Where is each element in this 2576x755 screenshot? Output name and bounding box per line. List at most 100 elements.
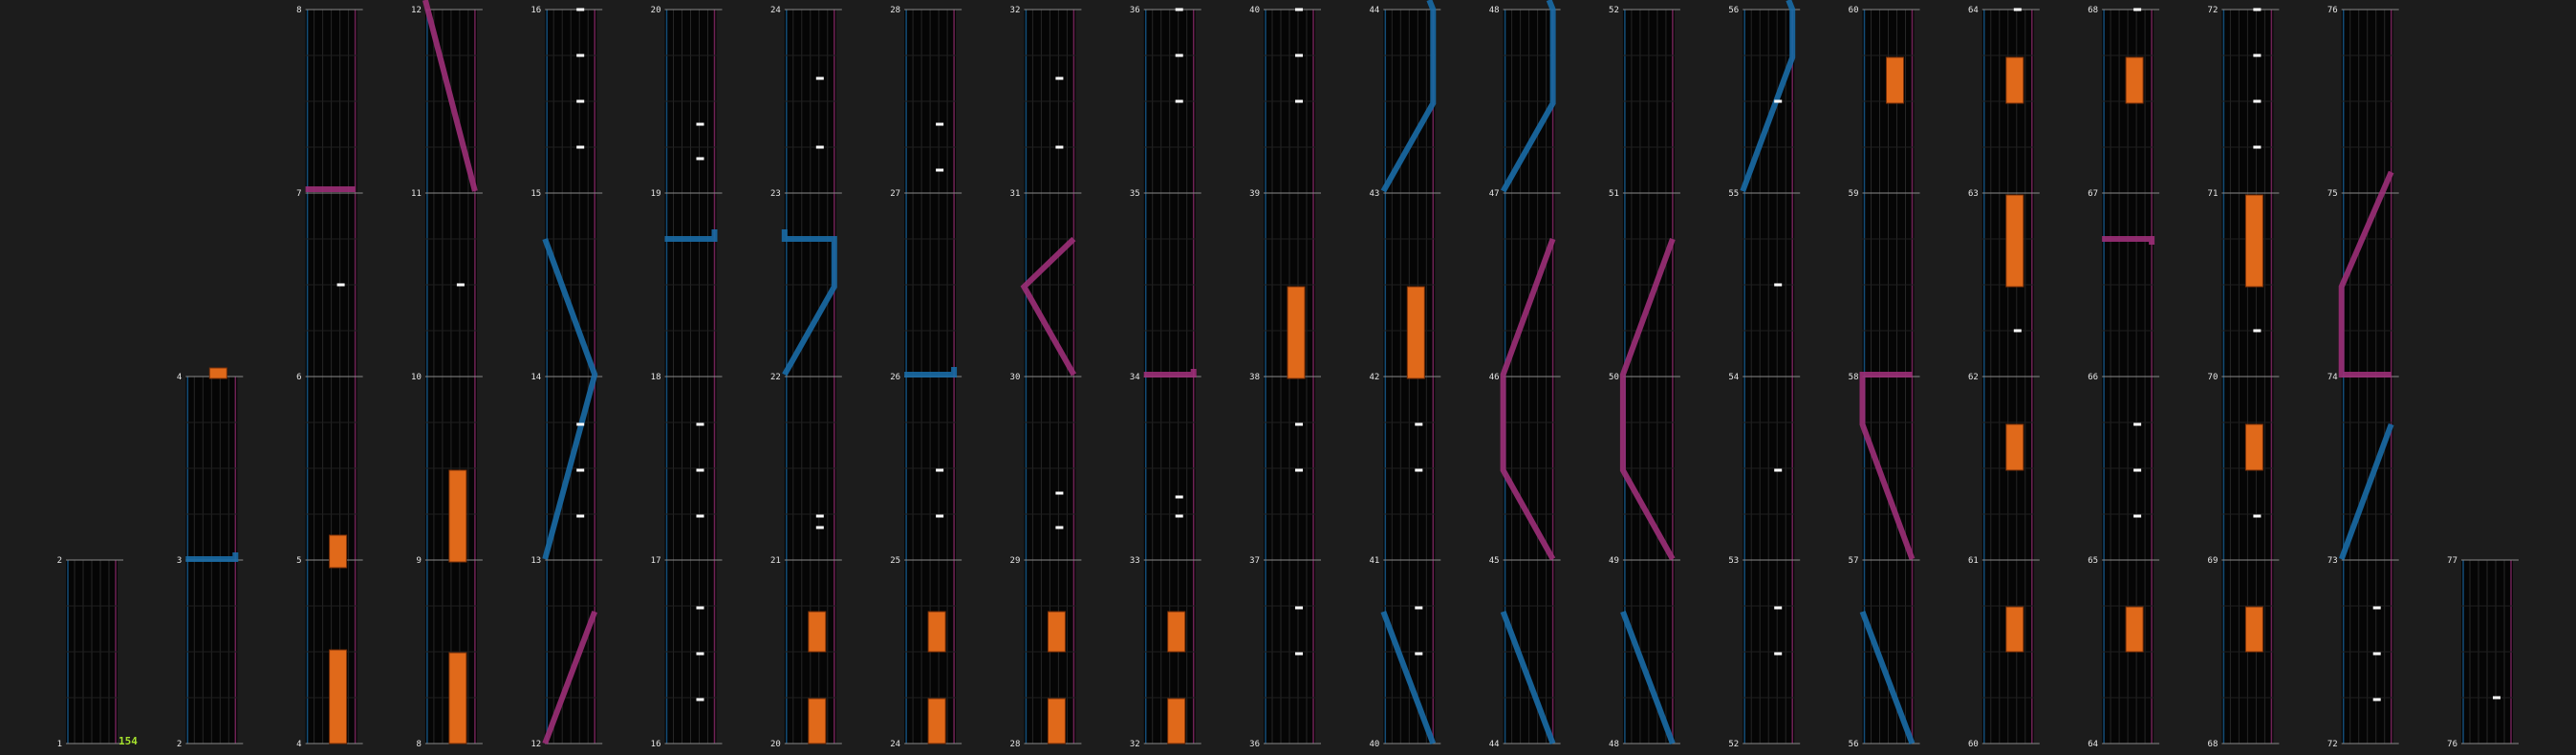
tap-note [576, 8, 585, 11]
beat-number: 3 [177, 556, 182, 566]
beat-number: 46 [1489, 373, 1500, 382]
beat-number: 16 [530, 6, 541, 15]
beat-number: 4 [296, 740, 301, 749]
tap-note [696, 606, 704, 610]
beat-number: 72 [2327, 740, 2338, 749]
tap-note [936, 514, 944, 518]
beat-number: 22 [770, 373, 781, 382]
beat-number: 74 [2327, 373, 2338, 382]
beat-number: 12 [530, 740, 541, 749]
beat-number: 60 [1849, 6, 1859, 15]
beat-number: 5 [296, 556, 301, 566]
tap-note [1055, 145, 1064, 149]
hold-note [2005, 194, 2024, 288]
tap-note [2013, 329, 2022, 333]
tap-note [2253, 514, 2262, 518]
hold-note [2244, 606, 2263, 653]
tap-note [1295, 8, 1303, 11]
beat-number: 25 [890, 556, 900, 566]
tap-note [1055, 526, 1064, 529]
tap-note [1415, 422, 1423, 426]
tap-note [2253, 8, 2262, 11]
beat-number: 32 [1130, 740, 1140, 749]
beat-number: 66 [2088, 373, 2098, 382]
beat-number: 55 [1728, 189, 1739, 199]
tap-note [576, 468, 585, 472]
slide-path [1859, 372, 1916, 561]
beat-number: 64 [2088, 740, 2098, 749]
beat-number: 21 [770, 556, 781, 566]
slide-path [2338, 422, 2394, 561]
tap-note [936, 122, 944, 126]
tap-note [1774, 652, 1783, 656]
beat-number: 76 [2447, 740, 2457, 749]
tap-note [1055, 76, 1064, 80]
tap-note [696, 698, 704, 701]
tap-note [1055, 491, 1064, 495]
beat-number: 33 [1130, 556, 1140, 566]
hold-note [2005, 606, 2024, 653]
hold-note [448, 469, 467, 563]
tap-note [936, 468, 944, 472]
tap-note [2133, 422, 2142, 426]
tap-note [696, 122, 704, 126]
hold-note [1287, 286, 1306, 379]
slide-path [2102, 236, 2155, 245]
tap-note [576, 54, 585, 57]
beat-number: 31 [1010, 189, 1021, 199]
beat-number: 59 [1849, 189, 1859, 199]
tap-note [696, 652, 704, 656]
slide-path [1859, 610, 1916, 745]
beat-number: 51 [1609, 189, 1619, 199]
tap-note [1774, 468, 1783, 472]
beat-number: 36 [1130, 6, 1140, 15]
slide-path [1620, 610, 1676, 745]
slide-path [542, 237, 598, 560]
beat-number: 42 [1369, 373, 1379, 382]
beat-number: 36 [1249, 740, 1260, 749]
slide-path [1380, 0, 1437, 193]
beat-number: 48 [1489, 6, 1500, 15]
hold-note [808, 611, 827, 653]
hold-note [1047, 611, 1066, 653]
beat-number: 56 [1849, 740, 1859, 749]
beat-number: 58 [1849, 373, 1859, 382]
beat-number: 52 [1728, 740, 1739, 749]
hold-note [1167, 611, 1186, 653]
tap-note [1774, 99, 1783, 103]
tap-note [1415, 652, 1423, 656]
tap-note [815, 145, 824, 149]
tap-note [456, 283, 465, 287]
hold-note [448, 652, 467, 744]
tap-note [576, 514, 585, 518]
tap-note [815, 526, 824, 529]
slide-path [1619, 237, 1676, 561]
beat-number: 77 [2447, 556, 2457, 566]
beat-number: 17 [651, 556, 661, 566]
tap-note [2253, 145, 2262, 149]
hold-note [2244, 194, 2263, 288]
beat-number: 65 [2088, 556, 2098, 566]
beat-number: 6 [296, 373, 301, 382]
beat-number: 45 [1489, 556, 1500, 566]
hold-note [927, 698, 946, 744]
tap-note [696, 468, 704, 472]
tap-note [2133, 514, 2142, 518]
tap-note [2253, 99, 2262, 103]
beat-number: 12 [411, 6, 422, 15]
beat-number: 62 [1968, 373, 1979, 382]
beat-number: 56 [1728, 6, 1739, 15]
beat-number: 8 [416, 740, 421, 749]
beat-number: 8 [296, 6, 301, 15]
slide-path [1020, 236, 1077, 377]
beat-number: 34 [1130, 373, 1140, 382]
tap-note [696, 157, 704, 161]
beat-number: 40 [1369, 740, 1379, 749]
slide-path [1380, 610, 1437, 745]
beat-number: 14 [530, 373, 541, 382]
combo-counter: 154 [119, 735, 138, 747]
tap-note [2372, 652, 2381, 656]
beat-number: 2 [177, 740, 182, 749]
beat-number: 64 [1968, 6, 1979, 15]
tap-note [1175, 495, 1183, 499]
